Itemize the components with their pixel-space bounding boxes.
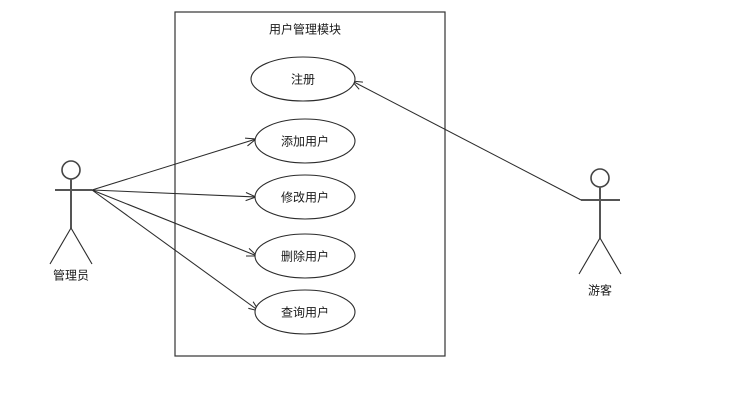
- use-case-ellipse[interactable]: [254, 289, 356, 335]
- association-line: [91, 138, 257, 191]
- use-case-delete[interactable]: 删除用户: [254, 233, 356, 279]
- actor-leg-right: [599, 237, 622, 275]
- actor-label: 游客: [588, 283, 612, 298]
- use-case-ellipse[interactable]: [254, 118, 356, 164]
- use-case-ellipse[interactable]: [254, 174, 356, 220]
- boundary-title: 用户管理模块: [269, 22, 341, 37]
- actor-leg-right: [70, 227, 93, 265]
- use-case-query[interactable]: 查询用户: [254, 289, 356, 335]
- association-line: [91, 189, 257, 198]
- association-line: [351, 80, 582, 201]
- association-line: [91, 189, 258, 257]
- use-case-ellipse[interactable]: [254, 233, 356, 279]
- use-case-ellipse[interactable]: [250, 56, 356, 102]
- actor-leg-left: [49, 227, 72, 265]
- association-line: [91, 189, 260, 312]
- actor-guest[interactable]: 游客: [578, 168, 622, 298]
- association-admin-modify: [91, 189, 258, 202]
- association-guest-register: [350, 80, 582, 201]
- actor-head-icon: [61, 160, 81, 180]
- use-case-label: 添加用户: [281, 134, 329, 149]
- actor-label: 管理员: [53, 268, 89, 283]
- system-boundary: 用户管理模块: [174, 11, 446, 357]
- use-case-register[interactable]: 注册: [250, 56, 356, 102]
- actor-head-icon: [590, 168, 610, 188]
- use-case-label: 注册: [291, 72, 315, 87]
- association-admin-add: [91, 137, 258, 191]
- use-case-modify[interactable]: 修改用户: [254, 174, 356, 220]
- use-case-label: 修改用户: [281, 190, 329, 205]
- actor-leg-left: [578, 237, 601, 275]
- actor-admin[interactable]: 管理员: [49, 160, 93, 283]
- use-case-add[interactable]: 添加用户: [254, 118, 356, 164]
- boundary-rect: [174, 11, 446, 357]
- use-case-label: 查询用户: [281, 305, 329, 320]
- use-case-label: 删除用户: [281, 249, 329, 264]
